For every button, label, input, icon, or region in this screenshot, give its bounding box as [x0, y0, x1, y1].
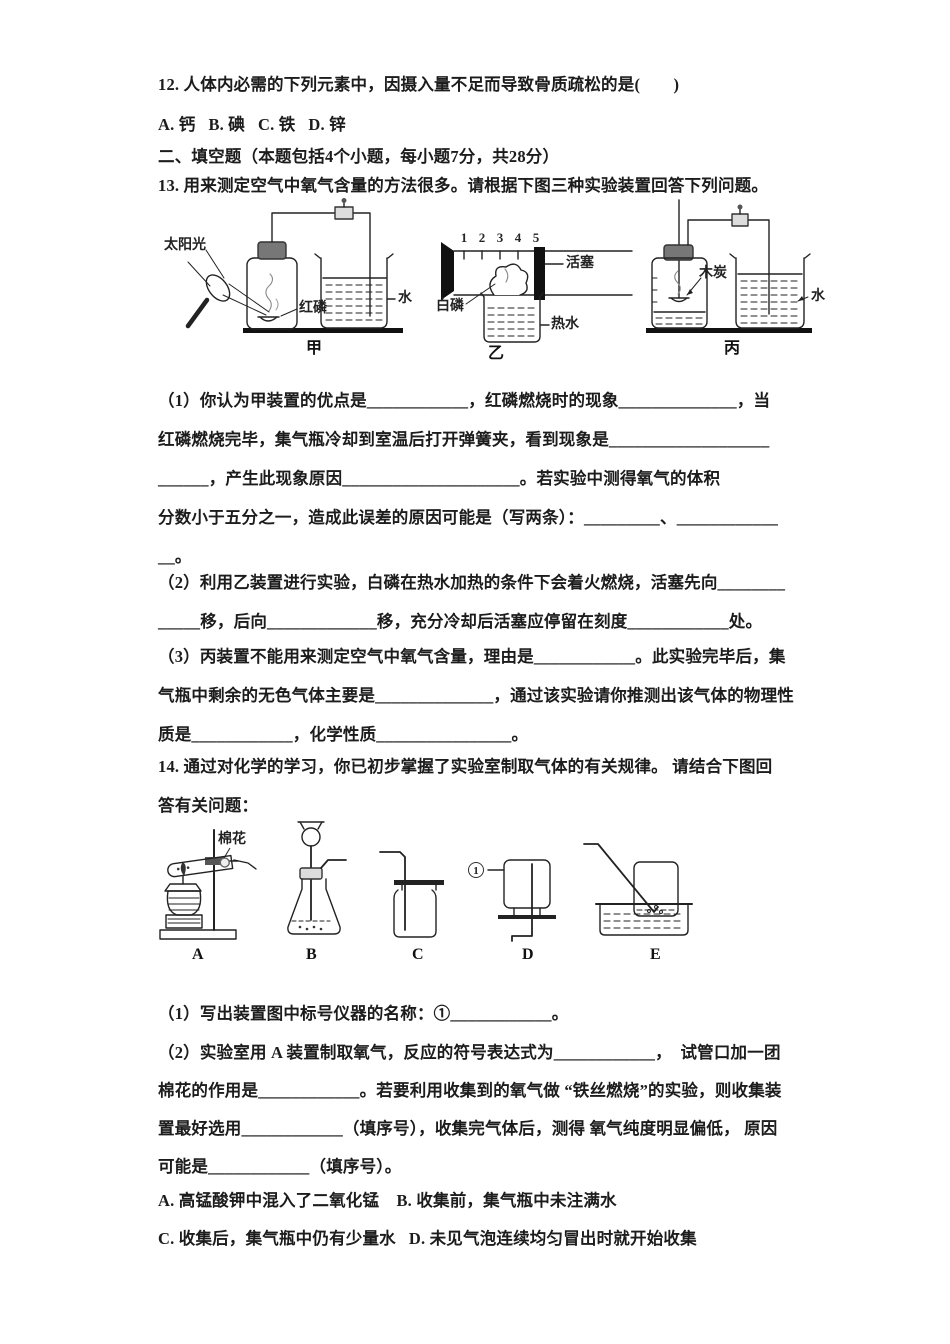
question-12-options: A. 钙 B. 碘 C. 铁 D. 锌	[158, 115, 346, 134]
q13-part1-line1: （1）你认为甲装置的优点是____________，红磷燃烧时的现象______…	[158, 391, 771, 410]
caption-apparatus-d: D	[522, 946, 534, 963]
apparatus-yi-drawing	[441, 242, 633, 343]
q13-part3-line2: 气瓶中剩余的无色气体主要是______________，通过该实验请你推测出该气…	[158, 686, 794, 705]
apparatus-bing-drawing	[646, 199, 812, 333]
caption-apparatus-a: A	[192, 946, 204, 963]
question-13-intro: 13. 用来测定空气中氧气含量的方法很多。请根据下图三种实验装置回答下列问题。	[158, 176, 769, 195]
apparatus-jia-drawing	[185, 198, 403, 333]
cotton-pointer-icon	[223, 847, 231, 859]
caption-jia: 甲	[306, 340, 323, 357]
q13-part2-line2: _____移，后向_____________移，充分冷却后活塞应停留在刻度___…	[158, 612, 763, 631]
caption-yi: 乙	[488, 345, 505, 362]
label-water-jia: 水	[398, 291, 412, 306]
q13-part3-line1: （3）丙装置不能用来测定空气中氧气含量，理由是____________。此实验完…	[158, 647, 786, 666]
label-red-phosphorus: 红磷	[299, 301, 327, 316]
q14-part2-line3: 置最好选用____________（填序号），收集完气体后，测得 氧气纯度明显偏…	[158, 1119, 778, 1138]
label-water-bing: 水	[811, 289, 825, 304]
scale-tick-4: 4	[514, 230, 522, 245]
scale-tick-5: 5	[532, 230, 540, 245]
q14-part1: （1）写出装置图中标号仪器的名称：①____________。	[158, 1004, 569, 1023]
figure-q14-apparatus: 棉花 1 A B C D E	[148, 818, 838, 968]
q13-part1-line5: __。	[158, 547, 192, 566]
circled-1-callout: 1	[468, 862, 484, 878]
apparatus-b-drawing	[287, 821, 347, 935]
q14-options-ab: A. 高锰酸钾中混入了二氧化锰 B. 收集前，集气瓶中未注满水	[158, 1191, 617, 1210]
caption-apparatus-b: B	[306, 946, 317, 963]
apparatus-a-drawing	[159, 829, 257, 940]
q14-part2-line1: （2）实验室用 A 装置制取氧气，反应的符号表达式为____________， …	[158, 1043, 781, 1062]
question-12-stem: 12. 人体内必需的下列元素中，因摄入量不足而导致骨质疏松的是( )	[158, 75, 680, 94]
apparatus-e-drawing	[583, 843, 693, 936]
figure-q13-apparatus: 太阳光 红磷 水 甲 1 2 3 4 5 活塞 白磷 热水 乙 木炭 水 丙	[148, 198, 838, 370]
label-charcoal: 木炭	[699, 266, 727, 281]
q13-part3-line3: 质是____________，化学性质________________。	[158, 725, 529, 744]
q14-options-cd: C. 收集后，集气瓶中仍有少量水 D. 未见气泡连续均匀冒出时就开始收集	[158, 1229, 697, 1248]
scale-tick-2: 2	[478, 230, 486, 245]
figure-q13-drawing	[185, 198, 812, 343]
q14-part2-line4: 可能是____________（填序号）。	[158, 1157, 402, 1176]
question-14-intro-line2: 答有关问题：	[158, 796, 259, 815]
q13-part1-line3: ______，产生此现象原因_____________________。若实验中…	[158, 469, 721, 488]
section-2-header: 二、填空题（本题包括4个小题，每小题7分，共28分）	[158, 147, 560, 166]
caption-apparatus-c: C	[412, 946, 424, 963]
label-sunlight: 太阳光	[164, 238, 206, 253]
q14-part2-line2: 棉花的作用是____________。若要利用收集到的氧气做 “铁丝燃烧”的实验…	[158, 1081, 782, 1100]
question-14-intro-line1: 14. 通过对化学的学习，你已初步掌握了实验室制取气体的有关规律。 请结合下图回	[158, 757, 773, 776]
q13-part1-line2: 红磷燃烧完毕，集气瓶冷却到室温后打开弹簧夹，看到现象是_____________…	[158, 430, 770, 449]
caption-apparatus-e: E	[650, 946, 661, 963]
scale-tick-1: 1	[460, 230, 468, 245]
label-cotton: 棉花	[218, 832, 246, 847]
apparatus-c-drawing	[379, 851, 444, 938]
figure-q14-drawing	[159, 821, 693, 942]
label-white-phosphorus: 白磷	[436, 299, 464, 314]
q13-part1-line4: 分数小于五分之一，造成此误差的原因可能是（写两条）：_________、____…	[158, 508, 779, 527]
apparatus-d-drawing	[487, 859, 556, 942]
scale-tick-3: 3	[496, 230, 504, 245]
magnifier-icon	[185, 274, 231, 329]
label-piston: 活塞	[566, 256, 594, 271]
caption-bing: 丙	[724, 340, 741, 357]
label-hot-water: 热水	[551, 317, 579, 332]
q13-part2-line1: （2）利用乙装置进行实验，白磷在热水加热的条件下会着火燃烧，活塞先向______…	[158, 573, 786, 592]
